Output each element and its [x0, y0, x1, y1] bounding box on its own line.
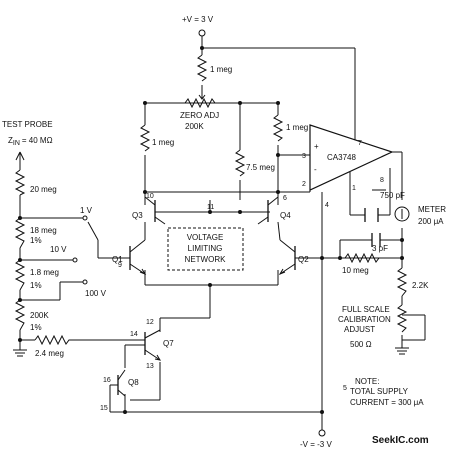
switch-pos2-label: 10 V — [50, 245, 67, 254]
note-line2: TOTAL SUPPLY — [350, 387, 409, 396]
q1-label: Q1 — [112, 255, 123, 264]
cal-value: 500 Ω — [350, 340, 372, 349]
resistor-cal-500 — [396, 304, 408, 333]
zero-adj-label: ZERO ADJ — [180, 111, 219, 120]
pin-8: 8 — [380, 177, 384, 184]
q4-label: Q4 — [280, 211, 291, 220]
resistor-2.2k — [396, 267, 408, 297]
transistor-q4 — [257, 196, 279, 225]
right-res-label: 1 meg — [286, 123, 308, 132]
pin-9: 9 — [118, 262, 122, 269]
meter-label: METER — [418, 205, 446, 214]
resistor-right-1meg — [272, 114, 284, 142]
ground-icon-meter — [395, 347, 409, 355]
pin-11: 11 — [207, 204, 214, 211]
divider-r4-tol: 1% — [30, 323, 42, 332]
zero-adj-wiper-icon — [198, 93, 206, 100]
note-line1: NOTE: — [355, 377, 379, 386]
fb-cap-label: 3 pF — [372, 244, 388, 253]
capacitor-3pf — [371, 233, 381, 247]
range-switch — [72, 215, 99, 285]
pin-7: 7 — [358, 140, 362, 147]
pin-15: 15 — [100, 405, 108, 412]
zero-adj-pot — [184, 97, 216, 109]
comp-cap-label: 750 pF — [380, 191, 405, 200]
opamp-triangle — [309, 124, 394, 191]
negative-supply-terminal — [318, 429, 326, 437]
divider-r4-label: 200K — [30, 311, 49, 320]
divider-r2-tol: 1% — [30, 236, 42, 245]
network-line2: LIMITING — [188, 244, 223, 253]
pin-14: 14 — [130, 331, 138, 338]
divider-r2-label: 18 meg — [30, 226, 57, 235]
network-line3: NETWORK — [185, 255, 227, 264]
ground-icon — [13, 349, 27, 357]
pin-3: 3 — [302, 153, 306, 160]
resistor-10meg — [344, 252, 380, 264]
pin-12: 12 — [146, 319, 154, 326]
opamp-name: CA3748 — [327, 153, 356, 162]
meter-value: 200 μA — [418, 217, 444, 226]
watermark-text: SeekIC.com — [372, 435, 429, 446]
capacitor-750pf — [364, 208, 379, 222]
switch-pos3-label: 100 V — [85, 289, 107, 298]
divider-r3-label: 1.8 meg — [30, 268, 59, 277]
resistor-top-1meg — [196, 54, 208, 82]
pin-4: 4 — [325, 202, 329, 209]
resistor-7.5meg — [234, 149, 246, 177]
resistor-left-1meg — [139, 124, 151, 152]
probe-zin: ZIN= 40 MΩ — [8, 136, 53, 147]
divider-r3-tol: 1% — [30, 281, 42, 290]
supply-negative-label: -V = -3 V — [300, 440, 332, 449]
pin-1: 1 — [352, 185, 356, 192]
pin-6: 6 — [283, 195, 287, 202]
left-res-label: 1 meg — [152, 138, 174, 147]
divider-r1-label: 20 meg — [30, 185, 57, 194]
resistor-20meg — [14, 169, 26, 196]
transistor-q7 — [144, 329, 162, 361]
zero-adj-value: 200K — [185, 122, 204, 131]
cal-line1: FULL SCALE — [342, 305, 390, 314]
network-line1: VOLTAGE — [187, 233, 224, 242]
mid-res-label: 7.5 meg — [246, 163, 275, 172]
resistor-200k — [14, 299, 26, 331]
supply-positive-label: +V = 3 V — [182, 15, 214, 24]
probe-title: TEST PROBE — [2, 120, 53, 129]
probe-arrow-icon — [15, 151, 25, 161]
base-res-label: 2.4 meg — [35, 349, 64, 358]
pin-16: 16 — [103, 377, 111, 384]
q7-label: Q7 — [163, 339, 174, 348]
wiring — [19, 36, 426, 430]
opamp-plus-sign: + — [314, 142, 319, 151]
resistor-1.8meg — [14, 259, 26, 291]
cal-line2: CALIBRATION — [338, 315, 391, 324]
pin-13: 13 — [146, 363, 154, 370]
transistor-q3 — [144, 196, 166, 225]
switch-pos1-label: 1 V — [80, 206, 93, 215]
voltage-limiting-network-box — [167, 227, 244, 271]
q3-label: Q3 — [132, 211, 143, 220]
resistor-18meg — [14, 217, 26, 249]
note-line3: CURRENT = 300 μA — [350, 398, 424, 407]
pin-10: 10 — [146, 193, 154, 200]
cal-line3: ADJUST — [344, 325, 375, 334]
q2-label: Q2 — [298, 255, 309, 264]
opamp-minus-sign: - — [314, 165, 317, 174]
transistor-q8 — [117, 369, 126, 397]
pin-5: 5 — [343, 385, 347, 392]
resistor-2.4meg — [34, 334, 76, 346]
transistor-q2 — [277, 221, 296, 276]
r-22k-label: 2.2K — [412, 281, 429, 290]
q8-label: Q8 — [128, 378, 139, 387]
top-res-label: 1 meg — [210, 65, 232, 74]
transistor-q1 — [129, 222, 147, 276]
fb-res-label: 10 meg — [342, 266, 369, 275]
positive-supply-terminal — [198, 29, 206, 37]
pin-2: 2 — [302, 181, 306, 188]
